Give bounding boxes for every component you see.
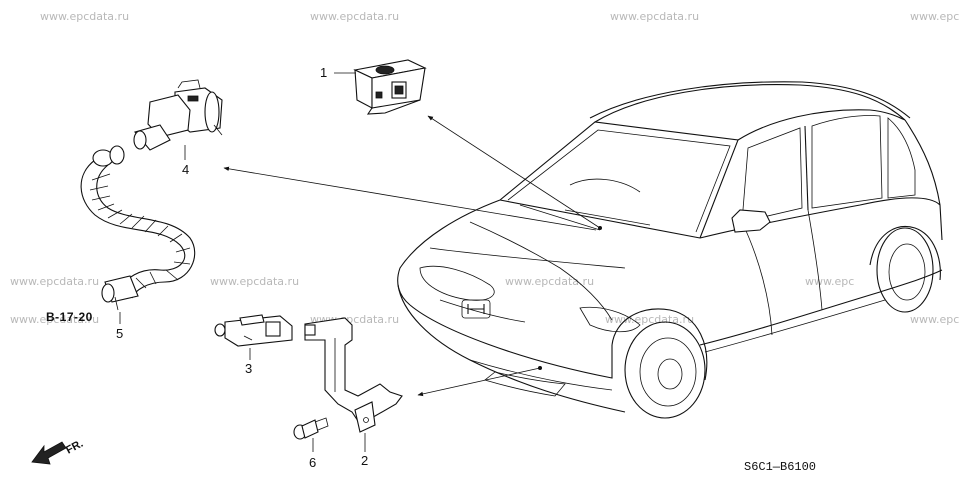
watermark: www.epcdata.ru bbox=[10, 275, 100, 288]
callout-3: 3 bbox=[245, 361, 253, 376]
watermark: www.epcdata.ru bbox=[610, 10, 700, 23]
part-4-sensor bbox=[133, 79, 223, 151]
watermark: www.epc bbox=[805, 275, 855, 288]
leader-lines bbox=[119, 72, 602, 452]
watermark: www.epcdata.ru bbox=[505, 275, 595, 288]
part-3-sensor bbox=[214, 314, 293, 347]
part-6-bolt bbox=[293, 417, 329, 440]
watermark: www.epcdata.ru bbox=[40, 10, 130, 23]
callout-5: 5 bbox=[116, 326, 124, 341]
reference-label: B-17-20 bbox=[46, 310, 93, 324]
front-arrow-icon bbox=[31, 441, 67, 465]
car-illustration bbox=[397, 81, 943, 419]
watermark: www.epc bbox=[910, 313, 960, 326]
part-2-bracket bbox=[304, 317, 403, 433]
watermark: www.epcdata.ru bbox=[210, 275, 300, 288]
callout-6: 6 bbox=[309, 455, 317, 470]
diagram-code: S6C1—B6100 bbox=[744, 460, 817, 474]
callout-2: 2 bbox=[361, 453, 369, 468]
watermark: www.epc bbox=[910, 10, 960, 23]
callout-1: 1 bbox=[320, 65, 328, 80]
callout-4: 4 bbox=[182, 162, 190, 177]
watermark: www.epcdata.ru bbox=[10, 313, 100, 326]
watermark: www.epcdata.ru bbox=[310, 10, 400, 23]
part-1-switch bbox=[353, 59, 427, 115]
part-5-hose bbox=[80, 145, 196, 311]
